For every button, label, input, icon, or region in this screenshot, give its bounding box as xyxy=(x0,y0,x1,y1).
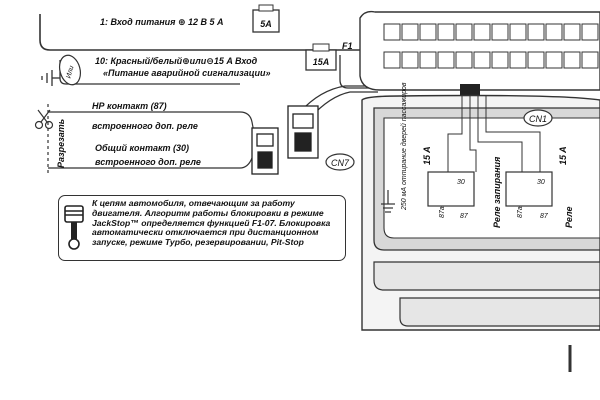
amp-left-label: 15 A xyxy=(422,146,432,165)
unit-ground-icon xyxy=(381,190,395,213)
pin-87a-right: 87a xyxy=(517,206,524,218)
relay-label-right: Реле xyxy=(564,207,574,229)
cn7-badge: CN7 xyxy=(325,153,355,171)
note-box xyxy=(58,195,346,261)
pin-87a-left: 87a xyxy=(439,206,446,218)
wire-10-label: 10: Красный/белый⊕или⊖15 A Вход xyxy=(95,56,258,66)
or-label: Или xyxy=(65,65,75,79)
pin-30-left: 30 xyxy=(457,179,465,186)
note-text: К цепям автомобиля, отвечающим за работу… xyxy=(92,198,331,248)
nc-contact-title: НР контакт (87) xyxy=(92,101,167,111)
hazard-power-label: «Питание аварийной сигнализации» xyxy=(103,68,271,78)
wire-10 xyxy=(59,60,240,85)
common-contact-title: Общий контакт (30) xyxy=(95,143,189,153)
nc-wire xyxy=(48,111,256,139)
connector-pins xyxy=(383,23,599,69)
pin-87-left: 87 xyxy=(460,213,469,220)
cn7-connector xyxy=(251,105,319,175)
ground-icon xyxy=(41,70,60,86)
fuse-f1-label: F1 xyxy=(342,41,353,51)
scissors-icon xyxy=(34,109,54,130)
internal-wires xyxy=(447,96,541,172)
or-switch: Или xyxy=(58,54,82,86)
fuse-15a: 15A xyxy=(305,43,337,71)
relay-right: 30 87a 87 xyxy=(505,171,553,220)
power-wire xyxy=(39,20,380,51)
cn7-label: CN7 xyxy=(331,158,350,168)
cn1-label: CN1 xyxy=(529,114,547,124)
amp-right-label: 15 A xyxy=(558,146,568,165)
relay-wires xyxy=(47,85,378,176)
nc-contact-sub: встроенного доп. реле xyxy=(92,121,198,131)
common-contact-sub: встроенного доп. реле xyxy=(95,157,201,167)
relay-label-left: Реле запирания xyxy=(492,156,502,228)
engine-piston-icon xyxy=(64,205,84,250)
common-wire xyxy=(48,157,253,169)
relay-left: 30 87a 87 xyxy=(427,171,475,220)
main-unit: CN1 30 87a 87 30 87a 87 15 A 15 A 250 мА… xyxy=(359,10,600,372)
connector-latch xyxy=(460,84,480,96)
pin-87-right: 87 xyxy=(540,213,549,220)
fuse-5a-label: 5A xyxy=(260,19,272,29)
door-note-label: 250 мА отпирание дверей пассажиров xyxy=(400,82,408,211)
power-input-label: 1: Вход питания ⊕ 12 В 5 A xyxy=(100,17,224,27)
pin-30-right: 30 xyxy=(537,179,545,186)
fuse-15a-label: 15A xyxy=(313,57,330,67)
fuse-5a: 5A xyxy=(252,4,280,33)
cut-label: Разрезать xyxy=(56,119,66,168)
